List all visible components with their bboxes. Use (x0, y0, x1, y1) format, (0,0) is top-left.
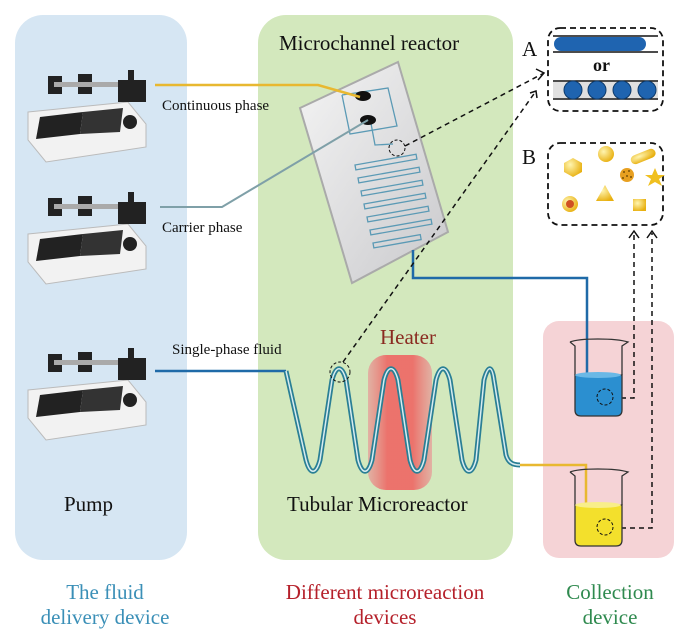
inset-a-or: or (593, 55, 610, 75)
inset-b (547, 142, 665, 226)
syringe-pump-3 (27, 348, 147, 441)
reactor-caption-line2: devices (353, 605, 417, 629)
chip-outlet-line (411, 250, 589, 385)
particle-porous-sphere (620, 168, 634, 182)
single-phase-label: Single-phase fluid (172, 342, 282, 358)
carrier-phase-label: Carrier phase (162, 220, 243, 236)
dashed-arrow-tube-to-a (342, 90, 537, 363)
particle-sphere (598, 146, 614, 162)
particle-hexagon (564, 158, 582, 177)
inset-b-label: B (522, 145, 537, 169)
inset-a-label: A (522, 37, 538, 61)
reactor-caption-line1: Different microreaction (285, 580, 485, 604)
dashed-arrow-chip-to-a (404, 72, 545, 147)
collection-caption: Collection device (545, 580, 675, 630)
particle-star (645, 168, 665, 186)
continuous-phase-label: Continuous phase (162, 98, 270, 114)
continuous-phase-line (155, 83, 361, 99)
pump-caption-line1: The fluid (66, 580, 144, 604)
dashed-arrow-blue-beaker-to-b (612, 233, 635, 399)
pump-caption-line2: delivery device (40, 605, 170, 629)
reactor-caption: Different microreaction devices (255, 580, 515, 630)
blue-beaker (569, 338, 630, 417)
dashed-arrow-yellow-beaker-to-b (612, 233, 653, 529)
particle-rod (630, 148, 656, 165)
heater-label: Heater (380, 325, 436, 349)
microchannel-reactor-title: Microchannel reactor (279, 31, 460, 55)
tube-zoom-circle (329, 361, 351, 383)
syringe-pump-1 (27, 70, 147, 163)
particle-cube (633, 199, 646, 211)
microchannel-chip (298, 60, 450, 285)
collection-caption-line1: Collection (566, 580, 654, 604)
inset-a (547, 27, 664, 112)
pump-caption: The fluid delivery device (30, 580, 180, 630)
particle-triangle (596, 185, 614, 201)
yellow-beaker (569, 468, 630, 547)
carrier-phase-line (160, 119, 369, 208)
collection-caption-line2: device (582, 605, 638, 629)
pump-title: Pump (64, 492, 114, 516)
slug-flow (554, 37, 646, 51)
junction-zoom-circle (388, 139, 406, 157)
tubular-microreactor-title: Tubular Microreactor (287, 492, 468, 516)
droplet-flow (563, 80, 657, 100)
syringe-pump-2 (27, 192, 147, 285)
inlet-port-continuous (355, 91, 371, 101)
coil-outlet-line (520, 463, 588, 505)
